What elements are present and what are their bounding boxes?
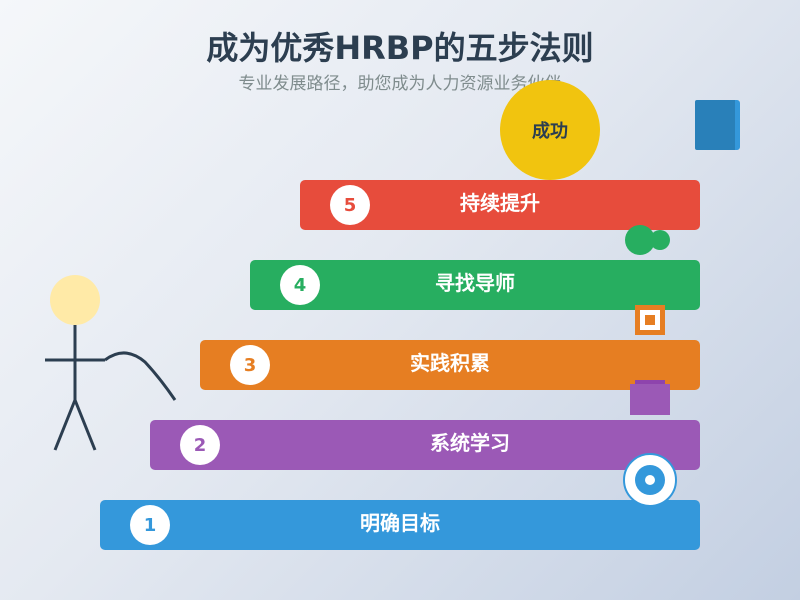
page-title: 成为优秀HRBP的五步法则 (206, 29, 594, 67)
step-2-label: 系统学习 (430, 431, 510, 455)
step-1-number-badge: 1 (130, 505, 170, 545)
step-4-number-badge: 4 (280, 265, 320, 305)
success-label: 成功 (532, 121, 568, 142)
folder-icon (630, 380, 670, 415)
page-subtitle: 专业发展路径，助您成为人力资源业务伙伴 (238, 74, 562, 94)
step-2-bar: 2 系统学习 (150, 420, 700, 470)
step-4-label: 寻找导师 (435, 271, 515, 295)
square-frame-icon (635, 305, 665, 335)
step-1-number: 1 (143, 514, 157, 536)
stick-figure-icon (45, 275, 177, 451)
step-3-label: 实践积累 (410, 351, 490, 375)
step-1-label: 明确目标 (360, 511, 440, 535)
step-1-bar: 1 明确目标 (100, 500, 700, 550)
step-3-number: 3 (243, 354, 257, 376)
step-5-bar: 5 持续提升 (300, 180, 700, 230)
step-5-number: 5 (343, 194, 357, 216)
book-icon (695, 100, 740, 150)
success-goal-circle: 成功 (500, 80, 600, 180)
step-3-bar: 3 实践积累 (200, 340, 700, 390)
step-5-label: 持续提升 (460, 191, 540, 215)
step-4-bar: 4 寻找导师 (250, 260, 700, 310)
step-4-number: 4 (293, 274, 307, 296)
target-icon (623, 453, 677, 507)
step-2-number-badge: 2 (180, 425, 220, 465)
step-2-number: 2 (193, 434, 207, 456)
step-3-number-badge: 3 (230, 345, 270, 385)
chat-bubbles-icon (625, 225, 670, 255)
step-5-number-badge: 5 (330, 185, 370, 225)
